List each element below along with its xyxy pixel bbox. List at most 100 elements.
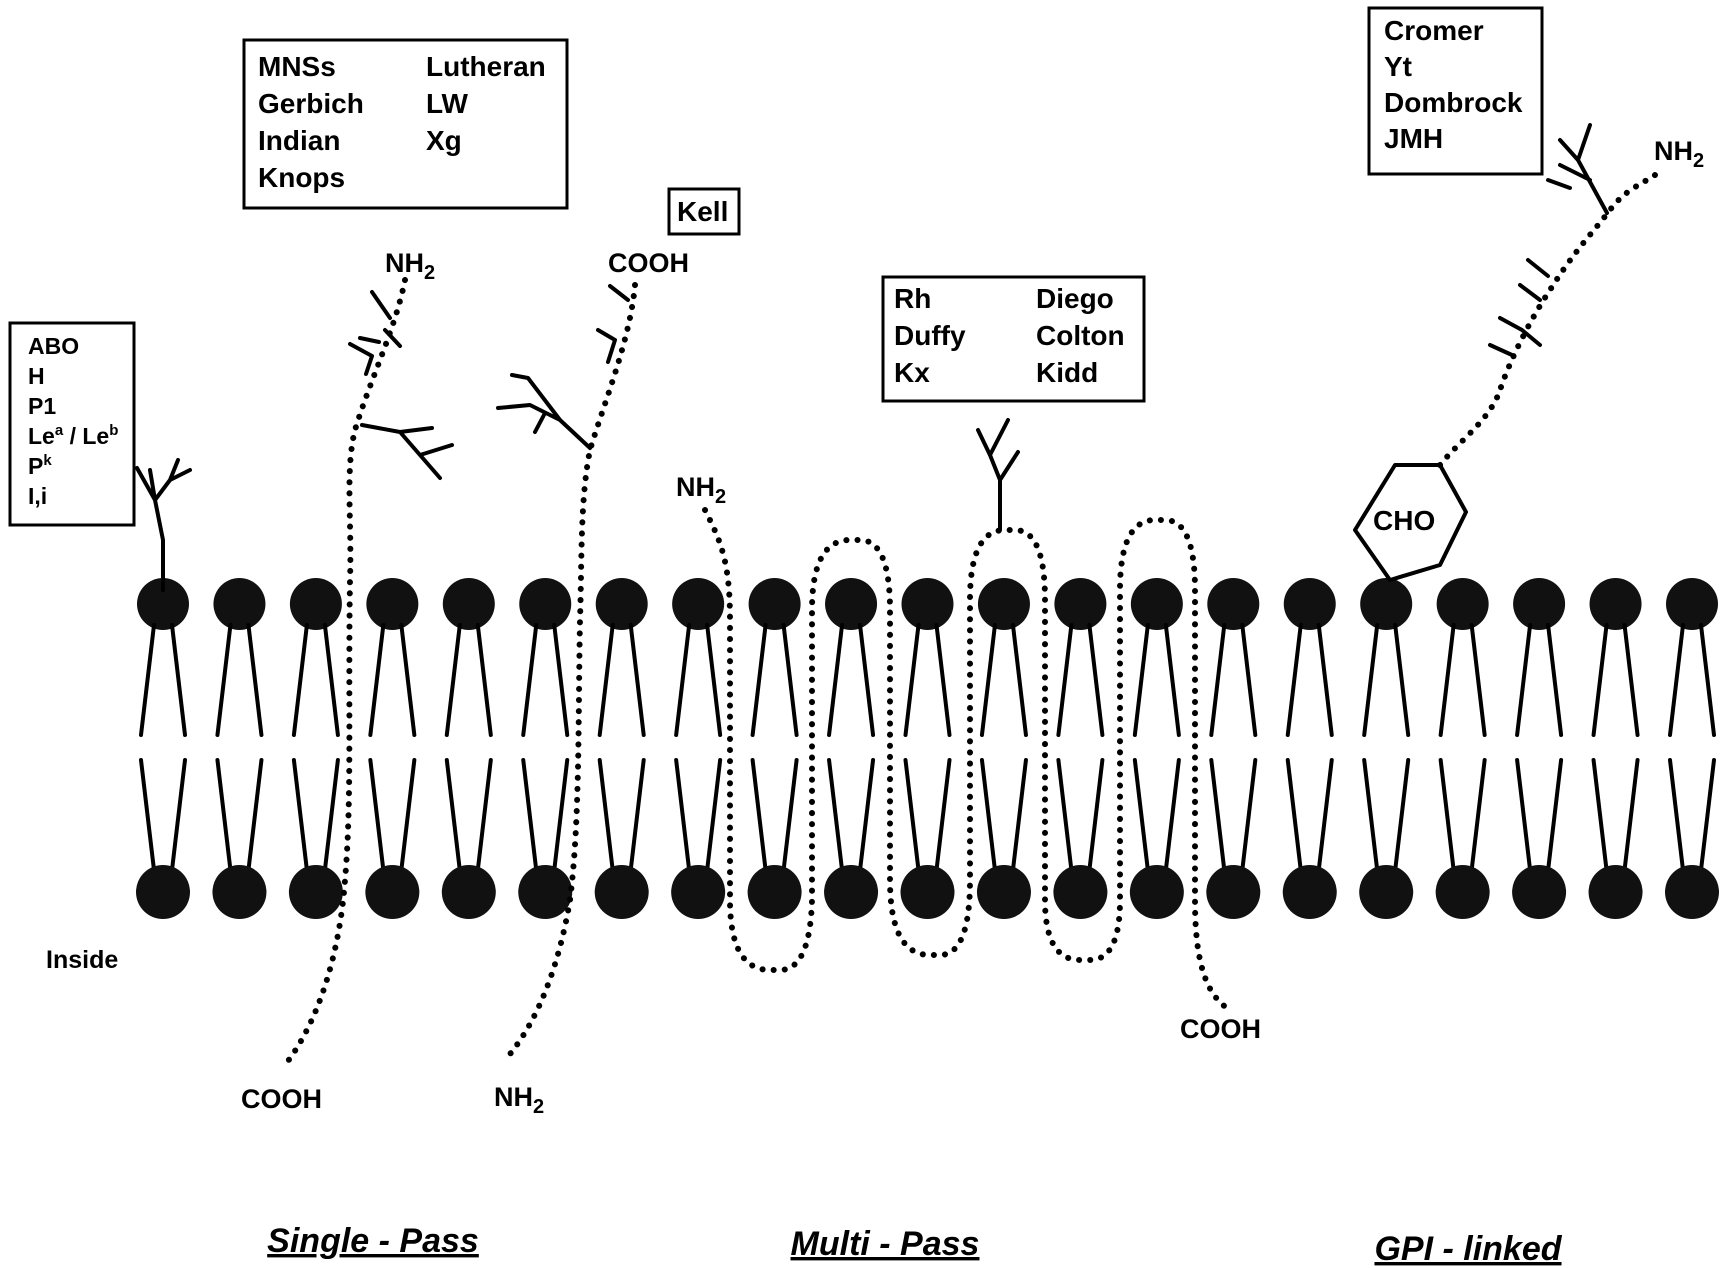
leb-prefix: / Le — [63, 423, 109, 449]
antigen-kidd: Kidd — [1036, 357, 1098, 388]
nh2-text: NH — [1654, 136, 1693, 166]
lipid-head — [824, 865, 879, 919]
lipid-tail — [1699, 758, 1716, 872]
carbohydrate-antigen-branch — [135, 458, 192, 592]
nh2-text: NH — [385, 248, 424, 278]
lipid-tail — [170, 623, 187, 737]
carbohydrate-antigen-box: ABO H P1 Lea / Leb Pk I,i — [8, 321, 136, 527]
phospholipid-outer — [1130, 578, 1183, 737]
phospholipid-outer — [1589, 578, 1642, 737]
lipid-tail — [1393, 758, 1411, 872]
pk-superscript: k — [43, 452, 52, 469]
single-pass-antigen-box-frame — [242, 38, 569, 210]
lipid-tail — [1622, 758, 1640, 872]
lipid-head — [1053, 865, 1108, 919]
kell-antigen-box-frame — [667, 187, 741, 236]
lipid-head — [1666, 578, 1718, 630]
lipid-tail — [1132, 758, 1150, 872]
lipid-tail — [750, 623, 768, 737]
lipid-tail — [1546, 623, 1564, 737]
lipid-tail — [827, 623, 845, 737]
phospholipid-outer — [519, 578, 572, 737]
single-pass-protein-2 — [496, 282, 638, 1063]
carbohydrate-antigen-box-frame — [8, 321, 136, 527]
lipid-tail — [1591, 758, 1609, 872]
lipid-head — [213, 578, 266, 630]
lipid-tail — [1668, 758, 1685, 872]
antigen-colton: Colton — [1036, 320, 1125, 351]
cooh-label-single-pass-1: COOH — [241, 1084, 322, 1114]
antigen-kell: Kell — [677, 196, 728, 227]
lipid-head — [825, 578, 878, 630]
lipid-head — [977, 578, 1030, 630]
lipid-tail — [444, 758, 462, 872]
lipid-tail — [597, 758, 615, 872]
single-pass-antigen-box: MNSs Gerbich Indian Knops Lutheran LW Xg — [242, 38, 569, 210]
lipid-tail — [979, 758, 997, 872]
lipid-head — [289, 578, 342, 630]
lipid-tail — [1438, 623, 1456, 737]
lipid-tail — [552, 758, 570, 872]
lipid-head — [901, 578, 954, 630]
gpi-antigen-box: Cromer Yt Dombrock JMH — [1367, 6, 1544, 176]
phospholipid-outer — [595, 578, 648, 737]
lipid-tail — [705, 758, 723, 872]
lipid-head — [672, 578, 725, 630]
nh2-subscript: 2 — [1693, 150, 1704, 172]
antigen-kx: Kx — [894, 357, 930, 388]
phospholipid-outer — [1360, 578, 1413, 737]
lipid-head — [518, 865, 573, 919]
antigen-le: Le — [28, 423, 55, 449]
nh2-label-single-pass-1: NH2 — [385, 248, 435, 284]
lipid-head — [1512, 865, 1567, 919]
lipid-tail — [903, 623, 921, 737]
lipid-tail — [1087, 758, 1105, 872]
lipid-head — [1589, 578, 1642, 630]
lipid-head — [747, 865, 802, 919]
lipid-head — [1435, 865, 1490, 919]
antigen-p: P — [28, 453, 43, 479]
single-pass-section-label: Single - Pass — [267, 1222, 479, 1260]
lipid-head — [1513, 578, 1566, 630]
antigen-jmh: JMH — [1384, 123, 1443, 154]
lipid-head — [976, 865, 1031, 919]
lipid-tail — [1056, 623, 1074, 737]
lipid-tail — [1316, 623, 1334, 737]
lipid-bilayer — [136, 578, 1719, 919]
antigen-duffy: Duffy — [894, 320, 966, 351]
lipid-tail — [521, 758, 539, 872]
lipid-tail — [1285, 623, 1303, 737]
lipid-tail — [1209, 758, 1227, 872]
lipid-head — [442, 578, 495, 630]
phospholipid-inner — [594, 758, 649, 919]
lipid-tail — [246, 758, 264, 872]
antigen-ii: I,i — [28, 483, 47, 509]
lipid-head — [1665, 865, 1719, 919]
multi-pass-protein — [702, 418, 1233, 1013]
phospholipid-inner — [1206, 758, 1261, 919]
multi-pass-antigen-box-frame — [881, 275, 1146, 403]
phospholipid-inner — [671, 758, 726, 919]
lipid-tail — [1163, 623, 1181, 737]
lipid-tail — [322, 623, 340, 737]
lipid-tail — [934, 758, 952, 872]
nh2-label-gpi: NH2 — [1654, 136, 1704, 172]
gpi-linked-section-label: GPI - linked — [1374, 1230, 1562, 1268]
lipid-tail — [1393, 623, 1411, 737]
antigen-cromer: Cromer — [1384, 15, 1484, 46]
lipid-head — [671, 865, 726, 919]
antigen-dombrock: Dombrock — [1384, 87, 1523, 118]
lipid-tail — [705, 623, 723, 737]
lipid-tail — [291, 758, 309, 872]
phospholipid-inner — [900, 758, 955, 919]
lipid-tail — [1515, 758, 1533, 872]
lipid-tail — [399, 623, 417, 737]
lipid-head — [288, 865, 343, 919]
lipid-tail — [1010, 758, 1028, 872]
lipid-tail — [1056, 758, 1074, 872]
lipid-tail — [215, 758, 233, 872]
antigen-lewis: Lea / Leb — [28, 422, 118, 449]
phospholipid-inner — [518, 758, 573, 919]
single-pass-protein-1 — [282, 277, 454, 1068]
